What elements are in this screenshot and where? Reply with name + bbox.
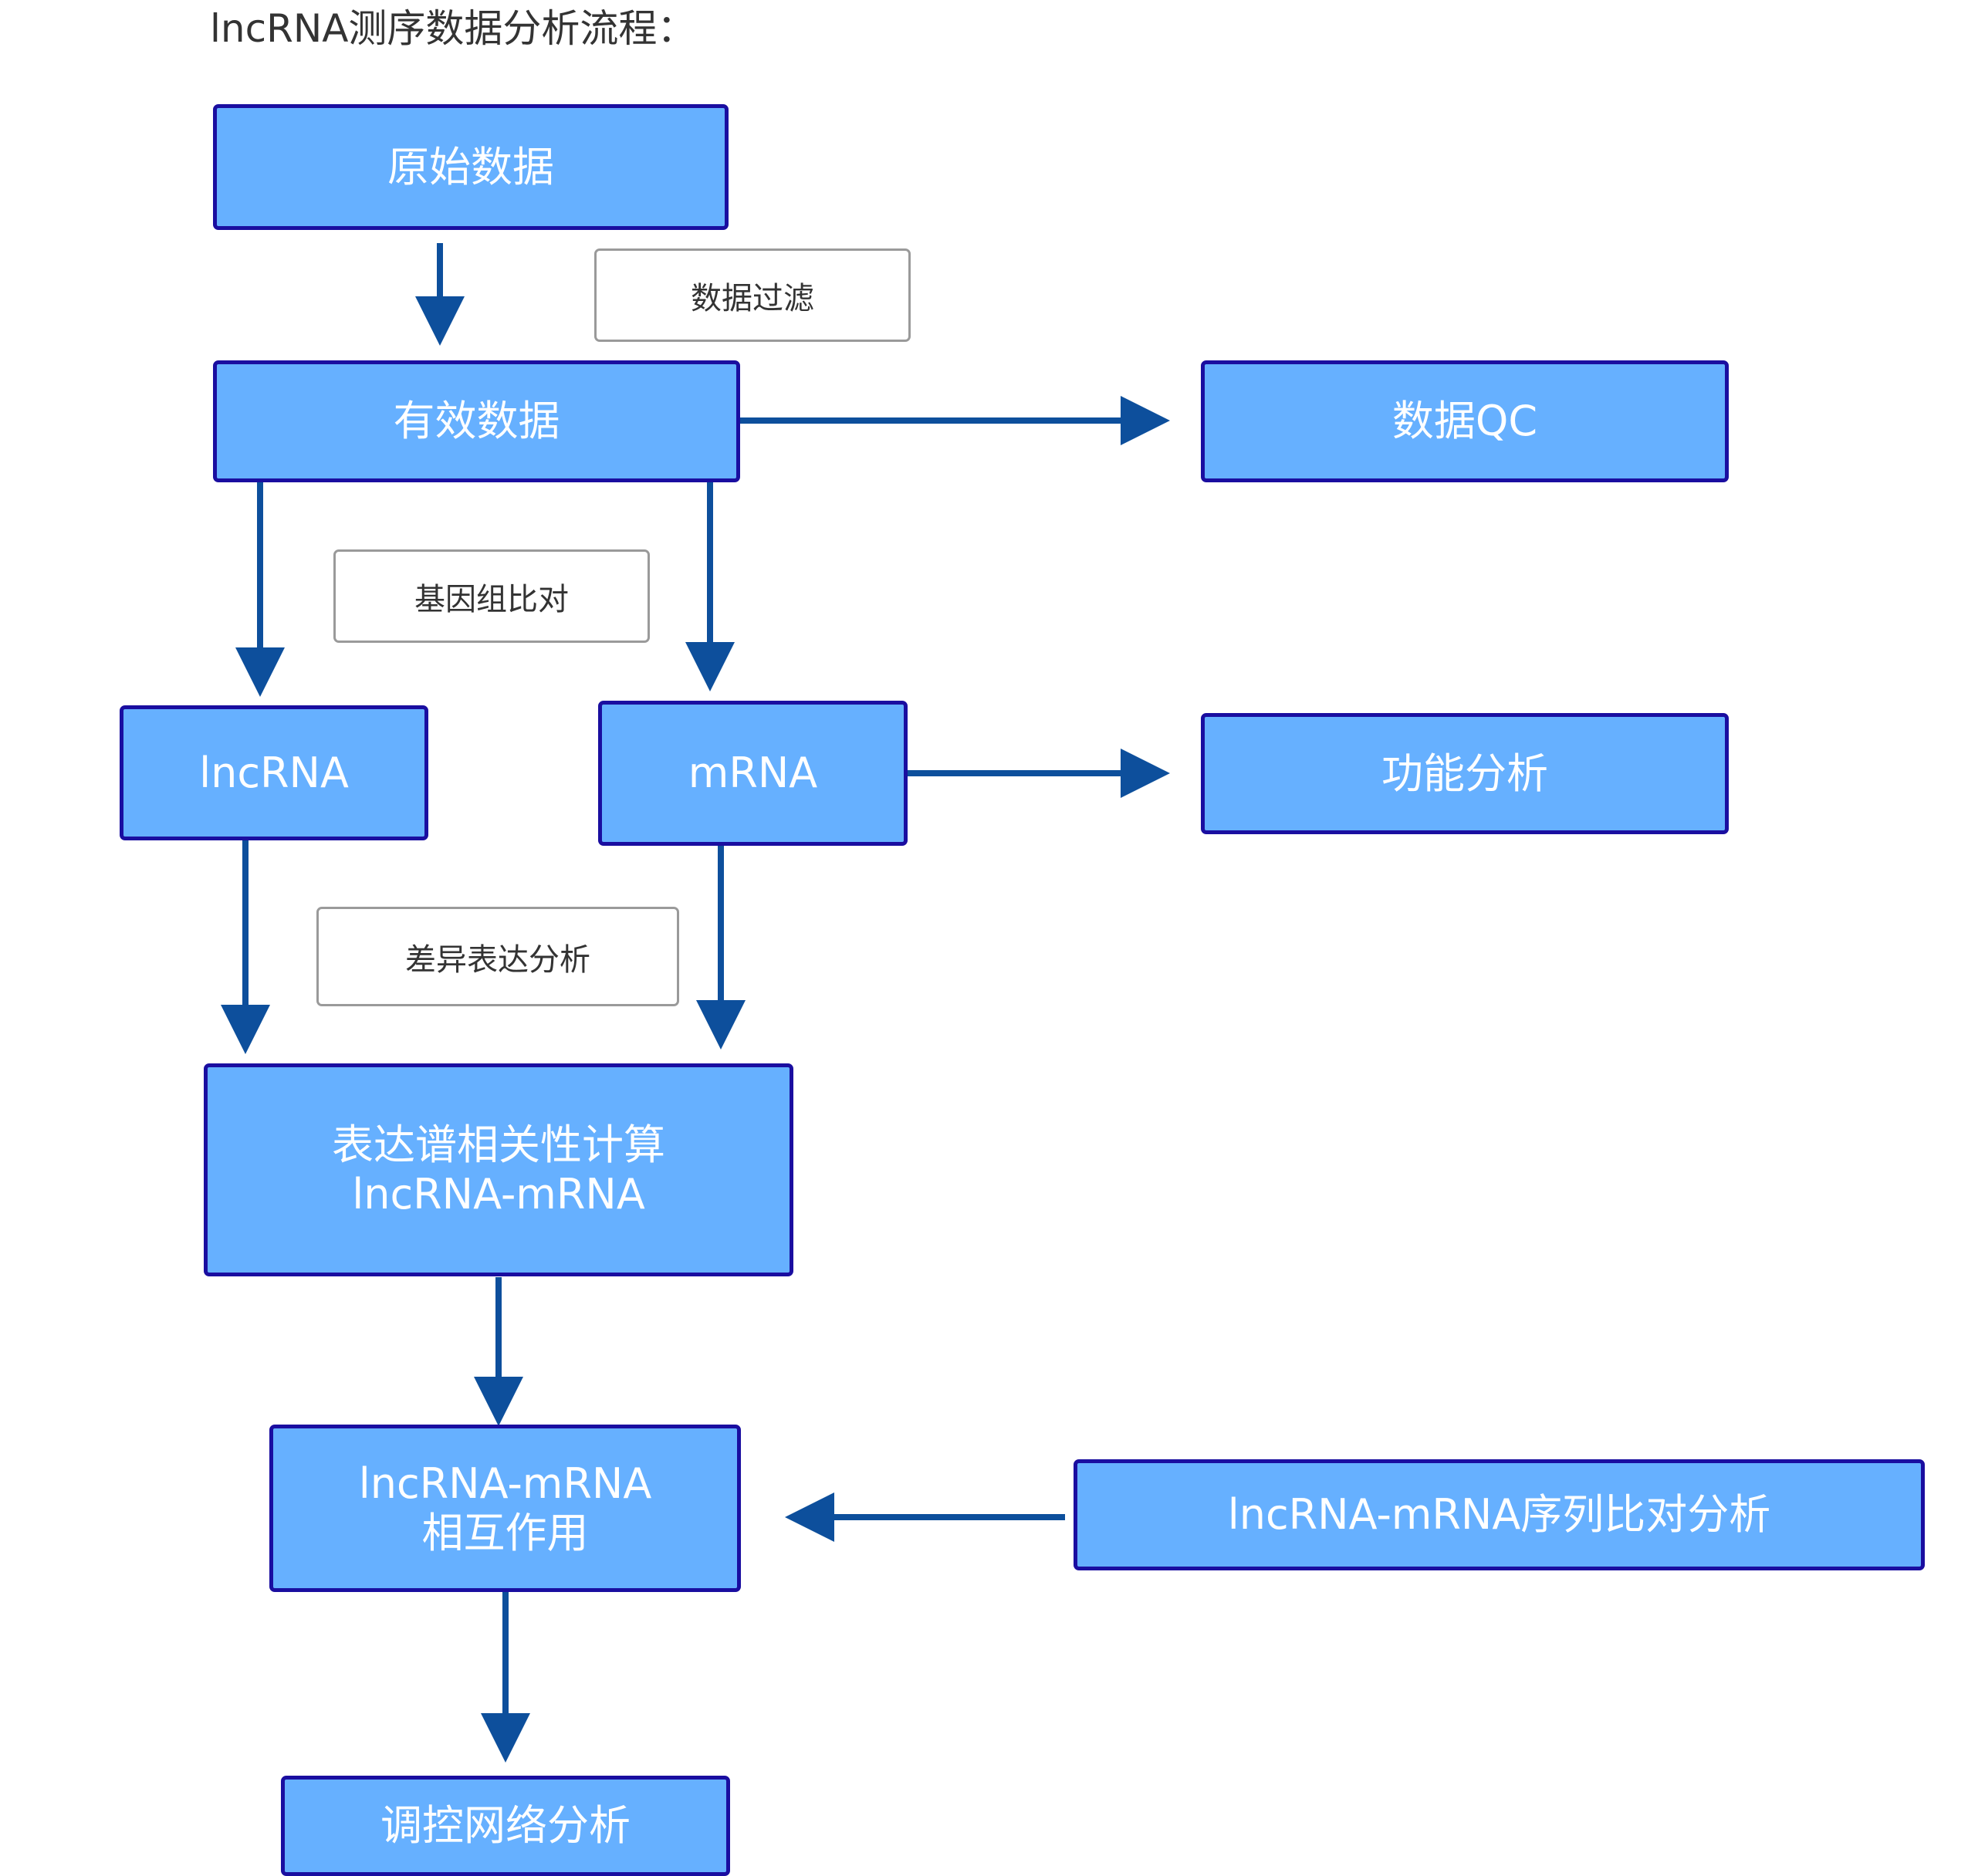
- node-correlation: 表达谱相关性计算 lncRNA-mRNA: [204, 1063, 793, 1276]
- node-data-qc: 数据QC: [1201, 360, 1729, 482]
- note-differential-expression-label: 差异表达分析: [405, 941, 590, 978]
- node-data-qc-label: 数据QC: [1391, 397, 1538, 445]
- node-sequence-alignment-label: lncRNA-mRNA序列比对分析: [1227, 1490, 1771, 1539]
- note-data-filter: 数据过滤: [594, 248, 911, 342]
- note-differential-expression: 差异表达分析: [316, 907, 679, 1006]
- node-lncrna: lncRNA: [120, 705, 428, 840]
- node-lncrna-label: lncRNA: [199, 748, 349, 797]
- node-correlation-label-1: 表达谱相关性计算: [332, 1121, 665, 1169]
- node-function-analysis: 功能分析: [1201, 713, 1729, 834]
- node-raw-data: 原始数据: [213, 104, 729, 230]
- node-valid-data: 有效数据: [213, 360, 740, 482]
- note-genome-alignment: 基因组比对: [333, 549, 650, 643]
- node-correlation-label-2: lncRNA-mRNA: [352, 1170, 645, 1219]
- node-raw-data-label: 原始数据: [387, 142, 554, 191]
- node-interaction: lncRNA-mRNA 相互作用: [269, 1425, 741, 1592]
- note-data-filter-label: 数据过滤: [691, 280, 814, 316]
- node-valid-data-label: 有效数据: [393, 397, 560, 445]
- node-sequence-alignment: lncRNA-mRNA序列比对分析: [1074, 1459, 1925, 1570]
- node-mrna: mRNA: [598, 701, 908, 846]
- node-function-analysis-label: 功能分析: [1381, 749, 1548, 798]
- node-network-analysis: 调控网络分析: [281, 1776, 730, 1876]
- node-interaction-label-1: lncRNA-mRNA: [358, 1459, 652, 1508]
- node-interaction-label-2: 相互作用: [421, 1508, 589, 1557]
- node-mrna-label: mRNA: [688, 749, 818, 797]
- node-network-analysis-label: 调控网络分析: [380, 1801, 631, 1850]
- note-genome-alignment-label: 基因组比对: [414, 581, 569, 617]
- page-title: lncRNA测序数据分析流程：: [210, 6, 696, 51]
